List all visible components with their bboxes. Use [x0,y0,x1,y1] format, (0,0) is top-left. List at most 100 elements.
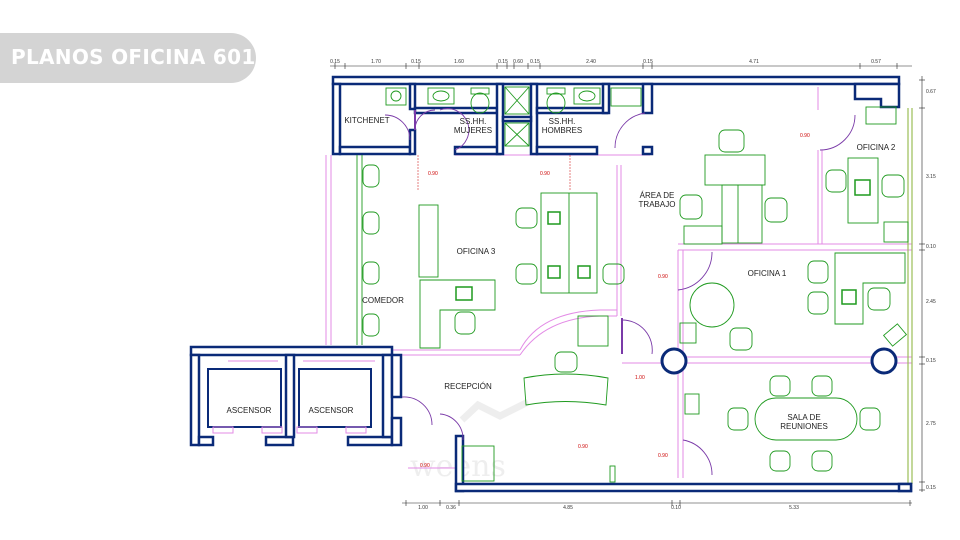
dim-top-9: 0.15 [643,59,653,65]
door-dimensions: 0.90 0.90 0.90 0.90 1.00 0.90 0.90 0.90 [417,133,810,469]
corner-counter [865,106,897,125]
dimension-labels-top: 0.15 1.70 0.15 1.60 0.15 0.60 0.15 2.40 … [330,59,881,65]
dim-top-8: 2.40 [586,59,596,65]
oficina-2-desk [847,157,879,224]
elevator-cab-2 [298,368,372,428]
wall-column [641,82,654,115]
wall-north [331,75,901,86]
door-dim-8: 0.90 [420,463,430,469]
furniture [356,129,909,483]
elevator-cab-1 [207,368,282,428]
reception-cabinet [577,315,609,347]
door-dim-4: 0.90 [658,274,668,280]
doors [384,108,856,476]
wall-elevator-east [381,353,394,439]
column-1 [660,347,688,375]
toilet-hombres [546,92,566,114]
dimension-labels-bottom: 1.00 0.36 4.85 0.10 5.33 [418,505,799,511]
shaft-upper [504,86,530,115]
fixtures [385,86,897,147]
dimension-labels-right: 0.67 3.15 0.10 2.45 0.15 2.75 0.15 [926,89,936,491]
dim-right-5: 0.15 [926,358,936,364]
wall-mujeres-south [453,145,502,156]
label-sala-reuniones-2: REUNIONES [780,422,828,431]
wall-kitchen-south [338,145,412,156]
label-oficina-2: OFICINA 2 [857,143,896,152]
label-recepcion: RECEPCIÓN [444,382,492,391]
wall-elevator-divider [284,353,296,439]
door-dim-2: 0.90 [540,171,550,177]
dim-right-3: 0.10 [926,244,936,250]
wall-hombres-south [535,145,599,156]
title-banner [0,33,256,83]
dim-top-6: 0.60 [513,59,523,65]
dimension-ticks [334,63,925,506]
label-comedor: COMEDOR [362,296,404,305]
dim-top-7: 0.15 [530,59,540,65]
wall-lobby-east [390,353,403,399]
label-ascensor-2: ASCENSOR [309,406,354,415]
wall-kitchen-east [408,82,417,111]
dim-bottom-4: 0.10 [671,505,681,511]
dim-top-1: 0.15 [330,59,340,65]
window-wall [907,108,913,484]
label-kitchenet: KITCHENET [344,116,389,125]
kitchen-sink [385,87,407,106]
column-2 [870,347,898,375]
label-oficina-3: OFICINA 3 [457,247,496,256]
wall-west-upper [331,82,342,156]
dimension-lines [330,65,923,504]
dim-top-4: 1.60 [454,59,464,65]
dim-bottom-2: 0.36 [446,505,456,511]
label-ss-hombres-2: HOMBRES [542,126,582,135]
label-ascensor-1: ASCENSOR [227,406,272,415]
dim-top-11: 0.57 [871,59,881,65]
door-dim-6: 0.90 [658,453,668,459]
dim-top-5: 0.15 [498,59,508,65]
label-area-trabajo-1: ÁREA DE [640,191,675,200]
oficina-1-round-table [689,282,735,328]
reception-counter [523,373,609,406]
door-dim-1: 0.90 [428,171,438,177]
wall-elevator-south-2 [264,435,295,447]
label-sala-reuniones-1: SALA DE [787,413,820,422]
dim-right-4: 2.45 [926,299,936,305]
wall-elevator-south-1 [197,435,215,447]
dim-right-6: 2.75 [926,421,936,427]
toilet-mujeres [470,92,490,114]
elevator-shafts [207,368,372,428]
wall-shaft-divider [501,115,533,123]
wall-lobby-east-low [390,416,403,447]
sink-mujeres [427,87,455,105]
watermark-mark [459,398,530,423]
page-title: PLANOS OFICINA 601 [11,45,256,69]
dim-bottom-1: 1.00 [418,505,428,511]
wall-northeast-block [853,82,901,109]
oficina-3-credenza [418,204,439,278]
dim-bottom-3: 4.85 [563,505,573,511]
dim-top-10: 4.71 [749,59,759,65]
elevator-rails [212,360,375,434]
dim-right-2: 3.15 [926,174,936,180]
oficina-3-desk [419,279,496,349]
dim-top-2: 1.70 [371,59,381,65]
shaft-lower [504,122,530,147]
dim-right-1: 0.67 [926,89,936,95]
wall-hombres-east [601,82,611,115]
cabinet [610,87,642,107]
door-dim-5: 1.00 [635,375,645,381]
oficina-1-desk [834,252,906,325]
label-area-trabajo-2: TRABAJO [639,200,676,209]
wall-elevator-west [189,353,201,447]
room-labels: KITCHENET SS.HH. MUJERES SS.HH. HOMBRES … [227,116,896,431]
sink-hombres [573,87,601,105]
work-area-desk [704,154,766,186]
door-dim-3: 0.90 [800,133,810,139]
dim-bottom-5: 5.33 [789,505,799,511]
label-ss-mujeres-1: SS.HH. [460,117,487,126]
label-oficina-1: OFICINA 1 [748,269,787,278]
wall-hombres-mid [535,106,609,115]
wall-kitchen-east-low [408,128,417,156]
wall-southeast [897,482,913,493]
